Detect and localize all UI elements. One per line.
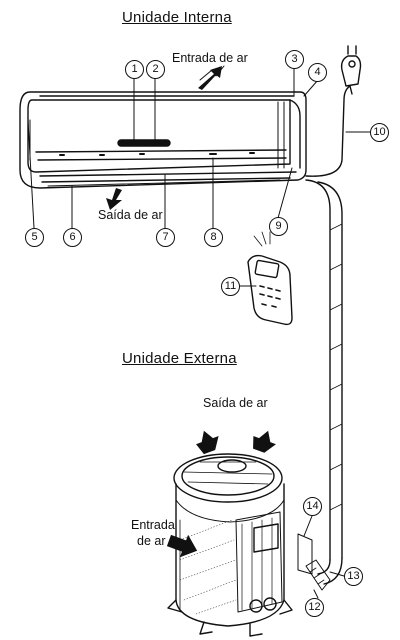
callout-3: 3 [285,50,304,69]
callout-13: 13 [344,567,363,586]
callout-5: 5 [25,228,44,247]
outdoor-unit-heading: Unidade Externa [122,350,237,367]
remote-control [247,231,293,326]
callout-14: 14 [303,497,322,516]
air-outlet-arrow-left [196,430,219,455]
air-inlet-label-indoor: Entrada de ar [172,51,248,65]
indoor-unit [19,91,307,189]
callout-9: 9 [269,217,288,236]
air-outlet-arrow-right [253,430,276,453]
power-cable [305,45,362,177]
air-inlet-label-outdoor-1: Entrada [131,518,175,532]
callout-1: 1 [125,60,144,79]
callout-6: 6 [63,228,82,247]
air-inlet-arrow-outdoor [166,534,198,558]
air-outlet-arrow-indoor [106,188,122,210]
callout-4: 4 [308,63,327,82]
outdoor-unit [167,453,331,637]
callout-11: 11 [221,277,240,296]
callout-7: 7 [156,228,175,247]
callout-12: 12 [305,598,324,617]
refrigerant-pipe [305,179,343,585]
callout-10: 10 [370,123,389,142]
callout-2: 2 [146,60,165,79]
callout-8: 8 [204,228,223,247]
air-inlet-label-outdoor-2: de ar [137,534,166,548]
air-outlet-label-outdoor: Saída de ar [203,396,268,410]
indoor-unit-heading: Unidade Interna [122,9,232,26]
air-outlet-label-indoor: Saída de ar [98,208,163,222]
